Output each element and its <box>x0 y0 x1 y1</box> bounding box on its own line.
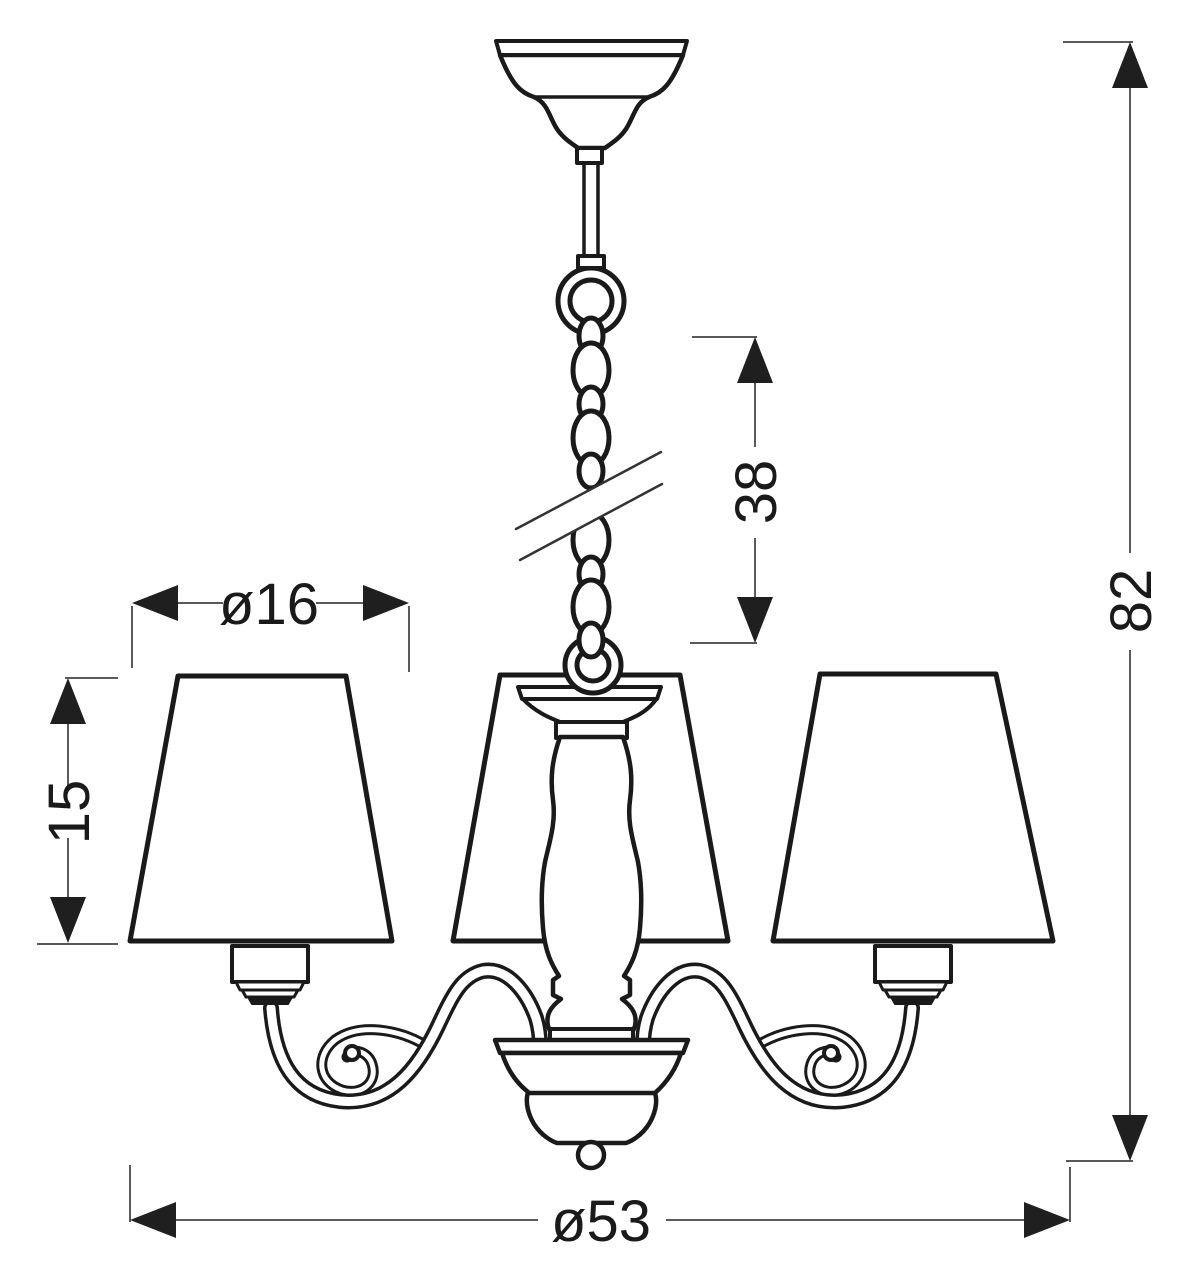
arrow-down-icon <box>1112 1115 1148 1161</box>
dimensions: ø16 15 38 <box>37 41 1164 1254</box>
dim-label-shade-diameter: ø16 <box>219 572 319 637</box>
right-scroll <box>752 1024 867 1097</box>
chandelier <box>127 39 1056 1171</box>
right-socket <box>873 944 953 1005</box>
arrow-right-icon <box>1024 1202 1070 1238</box>
hanger-rod <box>576 161 606 270</box>
center-column <box>539 734 644 1034</box>
center-body <box>492 1027 691 1171</box>
dim-total-height: 82 <box>1063 41 1164 1162</box>
arrow-down-icon <box>737 597 773 643</box>
dim-total-diameter: ø53 <box>129 1165 1071 1254</box>
arrow-up-icon <box>737 337 773 383</box>
arrow-left-icon <box>130 1202 176 1238</box>
right-lampshade <box>770 671 1056 944</box>
left-lampshade <box>127 673 395 944</box>
ball-finial <box>575 1139 607 1171</box>
arrow-right-icon <box>363 585 409 621</box>
dim-shade-height: 15 <box>37 677 118 945</box>
left-scroll <box>316 1024 431 1097</box>
dim-label-total-diameter: ø53 <box>551 1189 651 1254</box>
dim-label-chain-length: 38 <box>724 460 789 525</box>
dim-label-total-height: 82 <box>1099 569 1164 634</box>
arrow-down-icon <box>50 897 86 943</box>
arrow-up-icon <box>1112 42 1148 88</box>
arrow-left-icon <box>132 585 178 621</box>
ceiling-canopy <box>494 39 689 165</box>
dim-chain-length: 38 <box>690 336 789 644</box>
chain-break-marks <box>504 450 675 562</box>
arrow-up-icon <box>50 678 86 724</box>
dim-label-shade-height: 15 <box>37 780 102 845</box>
bell-base <box>499 1050 684 1146</box>
left-arm <box>263 962 548 1110</box>
right-arm <box>635 962 920 1110</box>
dim-shade-diameter: ø16 <box>131 572 410 672</box>
left-socket <box>230 944 310 1005</box>
